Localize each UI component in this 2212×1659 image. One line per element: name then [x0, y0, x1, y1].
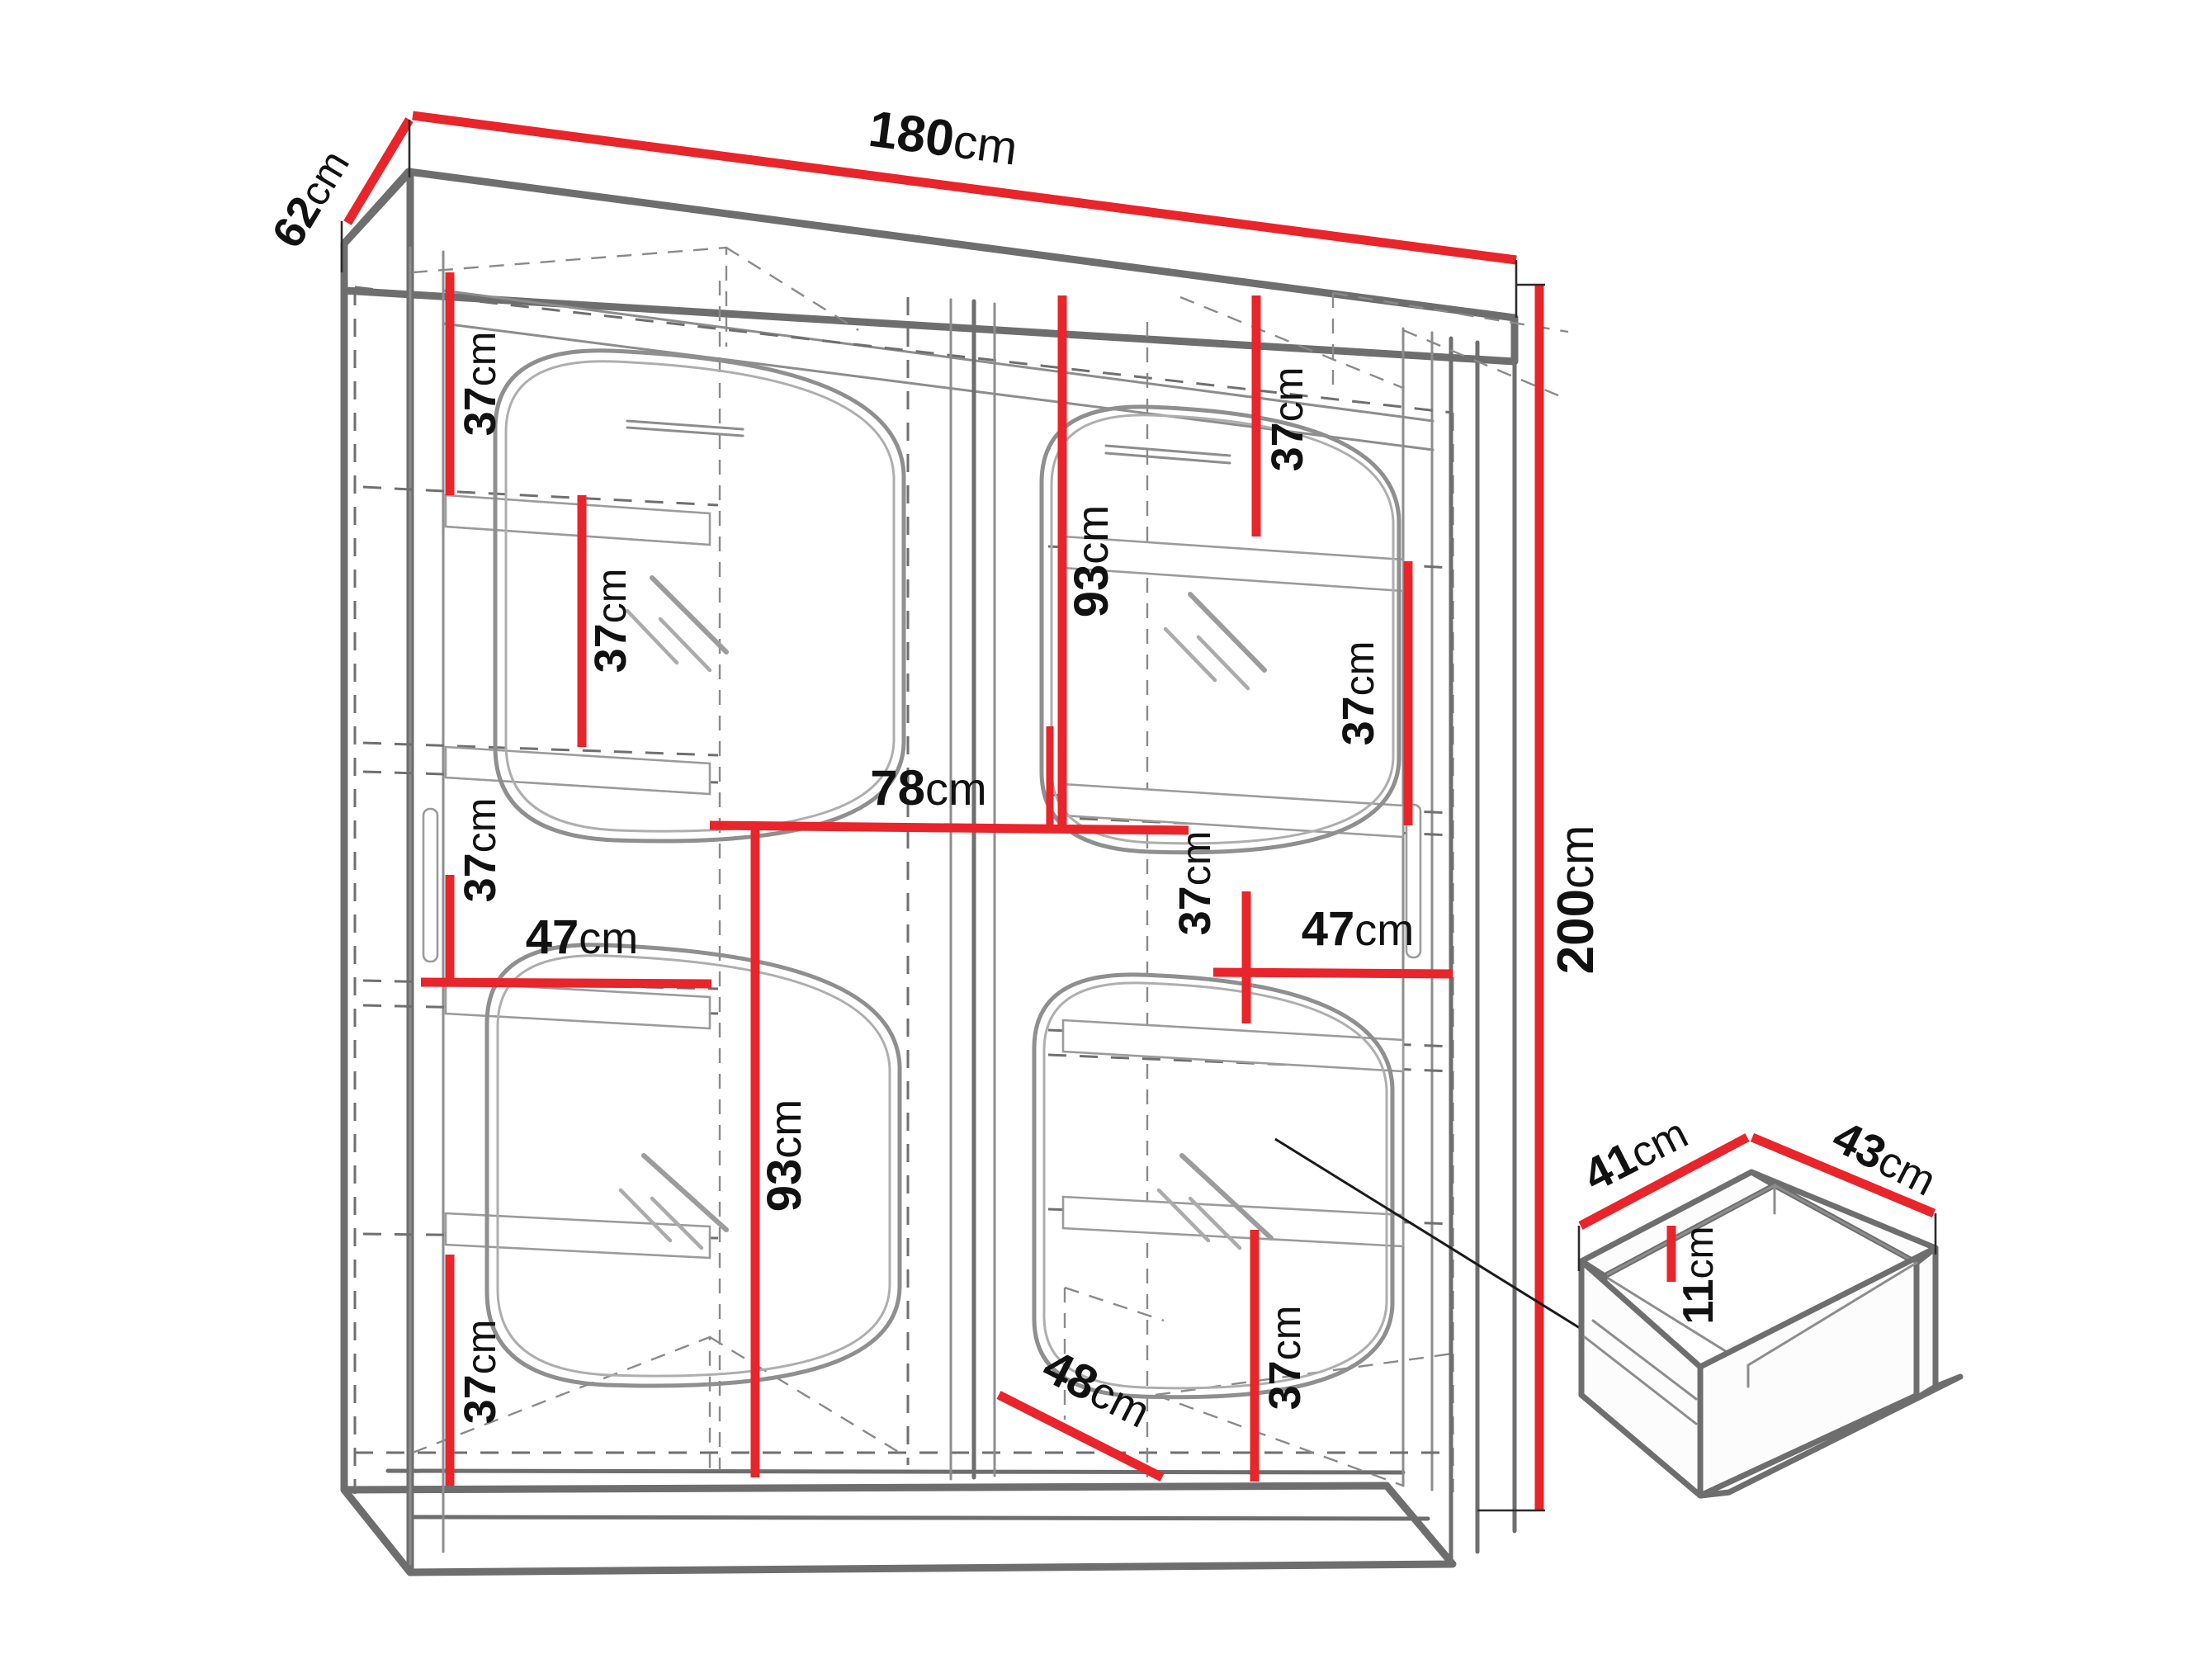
hidden-brace-top-right-3: [1332, 291, 1569, 333]
drawer-right-wall: [1913, 1245, 1939, 1401]
label-37-right-4: 37cm: [1260, 1306, 1310, 1411]
wardrobe-top-back-edge: [406, 169, 1517, 320]
label-47-right: 47cm: [1302, 902, 1415, 956]
hanging-rail-right: [1104, 444, 1231, 457]
door-mirror-panels: [484, 298, 1401, 1481]
label-height-200: 200cm: [1548, 825, 1605, 975]
shelf-right-4: [1061, 1195, 1405, 1248]
dimline-depth-62: [343, 117, 414, 225]
hidden-brace-top-left-2: [726, 246, 859, 332]
glare-left-lower-3: [618, 1188, 673, 1243]
hanging-rails: [626, 419, 1231, 465]
label-37-left-1: 37cm: [456, 332, 505, 437]
hanging-rail-left-b: [626, 426, 744, 437]
hidden-brace-top-right-2: [1402, 328, 1561, 398]
handle-left-door[interactable]: [422, 807, 439, 963]
dimline-47-right: [1212, 967, 1453, 979]
mirror-oval-left-lower-inner: [496, 954, 891, 1378]
drawer-side-detail-1: [1591, 1319, 1698, 1401]
hidden-brace-bottom-left-2: [709, 1335, 900, 1454]
mirror-oval-right-upper-inner: [1050, 414, 1395, 845]
drawer-inner-corner: [1746, 1261, 1918, 1367]
shelf-right-3: [1061, 1019, 1405, 1073]
mirror-oval-right-lower-inner: [1042, 981, 1388, 1390]
label-37-right-2: 37cm: [1334, 641, 1383, 746]
hidden-brace-bottom-right: [1155, 1393, 1404, 1487]
mirror-oval-left-upper: [493, 348, 906, 844]
dimline-drawer-41: [1578, 1133, 1750, 1230]
outer-dimension-lines: [340, 111, 1545, 1512]
shelves-left-column: [444, 494, 711, 1260]
dimline-47-left: [420, 977, 712, 989]
label-37-right-3: 37cm: [1170, 831, 1220, 936]
label-93-right: 93cm: [1065, 505, 1118, 618]
interior-dimension-lines: [420, 272, 1453, 1486]
hidden-top-back: [354, 286, 1453, 414]
label-93-left: 93cm: [758, 1099, 811, 1212]
inner-top-rail-2: [442, 322, 1434, 451]
label-47-left: 47cm: [526, 910, 639, 964]
wardrobe-plinth: [340, 1482, 1457, 1576]
dimline-drawer-43: [1750, 1132, 1936, 1218]
hidden-brace-top-right: [1179, 295, 1404, 390]
hidden-brace-bottom-right-4: [1064, 1286, 1165, 1322]
wardrobe-base-edge: [385, 1468, 1406, 1475]
label-37-right-1: 37cm: [1263, 367, 1312, 472]
leader-line-to-drawer-detail: [1274, 1137, 1598, 1340]
dimline-48: [996, 1391, 1165, 1482]
mirror-oval-right-upper: [1039, 404, 1401, 855]
label-37-left-4: 37cm: [456, 1320, 505, 1425]
hanging-rail-left: [626, 419, 744, 431]
glare-right-lower-1: [1179, 1153, 1274, 1241]
dimline-78: [709, 820, 1189, 835]
wardrobe-plinth-edge: [408, 1515, 1430, 1521]
dimline-width-180: [412, 111, 1517, 265]
label-width-180: 180cm: [866, 101, 1021, 177]
glass-glare-marks: [618, 575, 1274, 1250]
mirror-oval-left-lower: [484, 943, 902, 1388]
door-handles[interactable]: [422, 803, 1422, 963]
label-78: 78cm: [870, 760, 986, 815]
label-37-left-2: 37cm: [586, 569, 636, 674]
hidden-shelf-left-2: [362, 741, 719, 757]
mirror-oval-right-lower: [1032, 972, 1395, 1400]
mirror-oval-left-upper-inner: [504, 360, 896, 833]
glare-right-upper-2: [1196, 635, 1250, 691]
shelf-left-2-front: [444, 776, 711, 796]
glare-right-lower-3: [1156, 1188, 1211, 1243]
drawer-side-detail-2: [1583, 1335, 1698, 1425]
glare-left-lower-1: [641, 1153, 729, 1232]
handle-right-door[interactable]: [1405, 803, 1422, 959]
shelf-left-3: [444, 981, 711, 1030]
shelf-left-4: [444, 1212, 711, 1260]
drawer-detail: [1577, 1132, 1964, 1499]
glare-right-upper-3: [1163, 626, 1217, 683]
glare-left-upper-1: [650, 575, 729, 655]
hidden-shelf-left-1: [362, 485, 719, 507]
glare-left-lower-2: [650, 1196, 704, 1250]
glare-right-lower-2: [1188, 1196, 1242, 1250]
label-37-left-3: 37cm: [456, 798, 505, 903]
hanging-rail-right-b: [1104, 451, 1231, 465]
inner-top-rail: [442, 289, 1434, 423]
glare-left-upper-3: [625, 608, 679, 665]
label-drawer-11: 11cm: [1675, 1227, 1723, 1325]
glare-right-upper-1: [1188, 592, 1267, 673]
glare-left-upper-2: [658, 617, 712, 673]
wardrobe-carcass: [340, 168, 1519, 1576]
